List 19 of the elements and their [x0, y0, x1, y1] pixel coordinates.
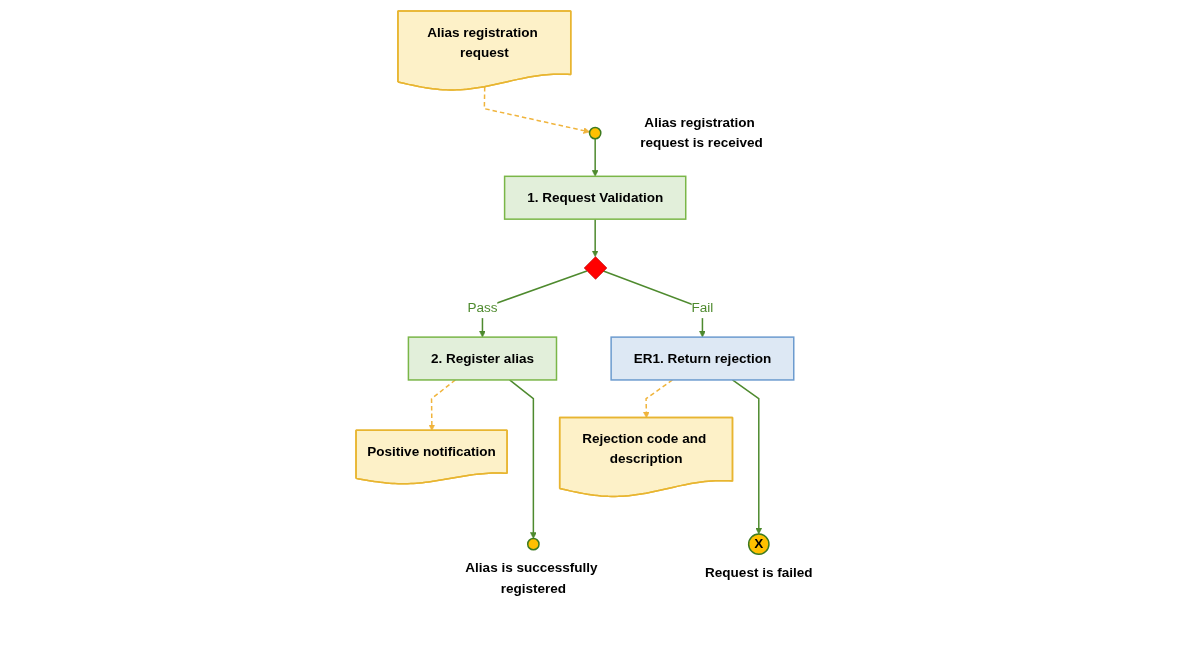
node-box: 1. Request Validation	[504, 175, 687, 220]
arrow	[592, 138, 599, 177]
node-label: Alias is successfully registered	[465, 560, 599, 596]
arrow	[732, 379, 763, 535]
node-circle	[589, 126, 602, 140]
node-circle	[527, 537, 541, 551]
node-circle: X	[748, 533, 771, 556]
node-box: ER1. Return rejection	[610, 336, 795, 381]
edge-label: Pass	[467, 300, 498, 316]
edge-label: Fail	[691, 300, 714, 316]
arrow	[509, 379, 538, 539]
node-label: Request is failed	[705, 564, 813, 580]
node-box: 2. Register alias	[408, 336, 558, 381]
arrow	[484, 86, 591, 134]
arrow	[603, 270, 707, 338]
arrow	[592, 218, 599, 257]
node-label: Alias registration request is received	[640, 115, 764, 151]
arrow	[429, 379, 457, 431]
node-diamond	[584, 256, 608, 280]
